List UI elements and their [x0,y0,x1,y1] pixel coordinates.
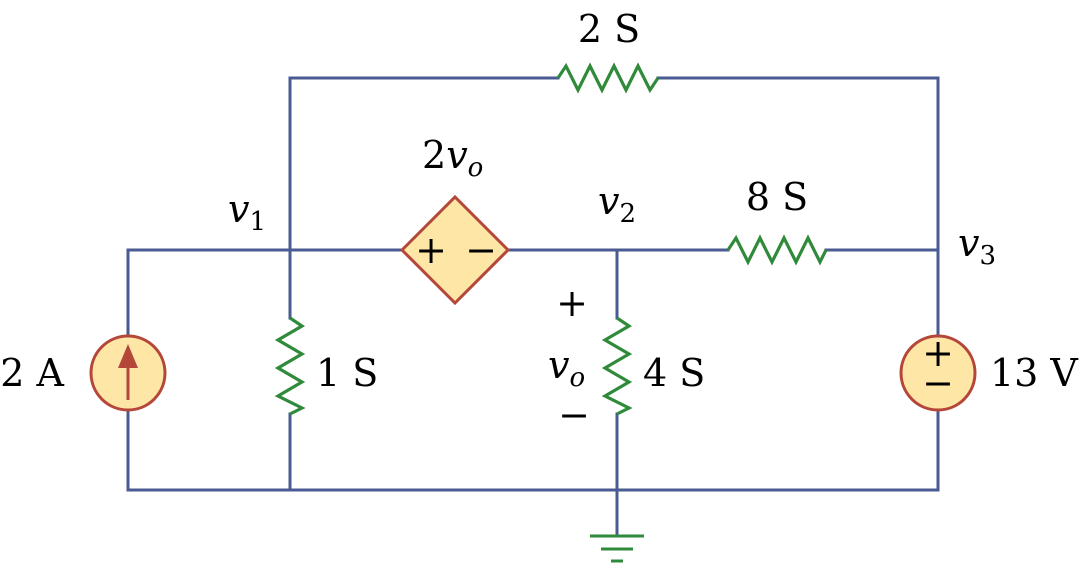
dependent-voltage-source [399,194,511,306]
current-source [89,334,167,412]
resistor-8s [726,234,828,266]
label-dep-source: 2vo [422,133,483,183]
ground-icon [590,534,644,563]
resistor-4s [601,316,633,416]
label-4s: 4 S [643,351,705,395]
vs-plus: + [922,331,954,375]
label-8s: 8 S [746,175,808,219]
voltage-source [899,334,977,412]
resistor-1s [274,316,306,416]
vo-minus: − [558,393,590,437]
label-2a: 2 A [0,351,64,395]
label-13v: 13 V [990,351,1078,395]
wires [126,76,940,538]
vs-minus: − [922,361,954,405]
dep-source-plus: + [415,228,447,272]
node-v3: v3 [958,221,996,271]
resistor-2s [556,62,660,94]
dep-source-minus: − [465,228,497,272]
label-1s: 1 S [316,351,378,395]
wire-2s-to-right [656,76,940,252]
node-v2: v2 [598,179,636,229]
arrowhead-icon [118,344,138,368]
vo-label: vo [548,343,585,393]
vo-plus: + [556,281,588,325]
node-v1: v1 [228,187,266,237]
label-2s: 2 S [578,7,640,51]
